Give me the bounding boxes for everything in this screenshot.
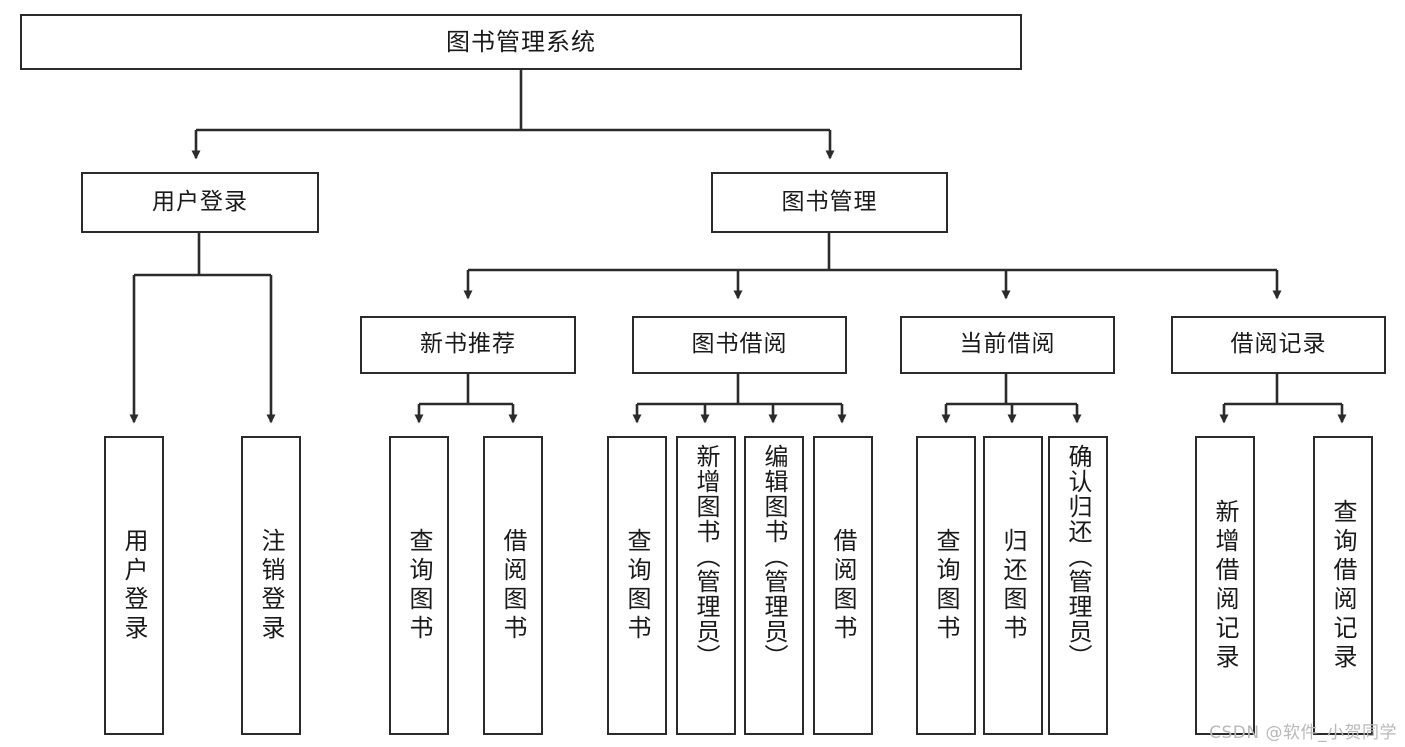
- node-new-book-recommend[interactable]: 新书推荐: [360, 316, 576, 374]
- node-leaf-add-book-label: 新增图书（管理员）: [692, 444, 720, 669]
- node-leaf-add-book[interactable]: 新增图书（管理员）: [676, 436, 736, 735]
- node-leaf-borrow-book-1[interactable]: 借阅图书: [483, 436, 543, 735]
- node-current-borrow-label: 当前借阅: [959, 331, 1056, 358]
- node-leaf-confirm-return-label: 确认归还（管理员）: [1064, 444, 1092, 669]
- node-root-system-label: 图书管理系统: [446, 27, 596, 56]
- node-book-borrow[interactable]: 图书借阅: [632, 316, 847, 374]
- node-leaf-query-book-1-label: 查询图书: [405, 527, 433, 644]
- node-leaf-query-book-2[interactable]: 查询图书: [607, 436, 667, 735]
- node-leaf-borrow-book-2[interactable]: 借阅图书: [813, 436, 873, 735]
- node-current-borrow[interactable]: 当前借阅: [900, 316, 1115, 374]
- node-leaf-query-book-1[interactable]: 查询图书: [389, 436, 449, 735]
- node-leaf-borrow-book-1-label: 借阅图书: [499, 527, 527, 644]
- node-leaf-return-book[interactable]: 归还图书: [983, 436, 1043, 735]
- node-leaf-confirm-return[interactable]: 确认归还（管理员）: [1048, 436, 1108, 735]
- node-book-manage-label: 图书管理: [781, 188, 878, 215]
- node-book-manage[interactable]: 图书管理: [711, 172, 948, 233]
- node-borrow-record[interactable]: 借阅记录: [1171, 316, 1386, 374]
- node-leaf-query-book-3-label: 查询图书: [932, 527, 960, 644]
- node-leaf-user-logout[interactable]: 注销登录: [241, 436, 301, 735]
- node-leaf-query-book-3[interactable]: 查询图书: [916, 436, 976, 735]
- node-user-login-label: 用户登录: [152, 188, 248, 215]
- node-leaf-add-record[interactable]: 新增借阅记录: [1195, 436, 1255, 735]
- node-leaf-return-book-label: 归还图书: [999, 527, 1027, 644]
- node-leaf-query-record-label: 查询借阅记录: [1329, 498, 1357, 673]
- node-leaf-query-book-2-label: 查询图书: [623, 527, 651, 644]
- node-borrow-record-label: 借阅记录: [1230, 331, 1327, 358]
- node-leaf-user-logout-label: 注销登录: [257, 527, 285, 644]
- node-new-book-recommend-label: 新书推荐: [420, 331, 516, 358]
- node-leaf-edit-book[interactable]: 编辑图书（管理员）: [744, 436, 804, 735]
- node-leaf-add-record-label: 新增借阅记录: [1211, 498, 1239, 673]
- node-leaf-user-login-label: 用户登录: [120, 527, 148, 644]
- node-root-system[interactable]: 图书管理系统: [20, 14, 1022, 70]
- node-book-borrow-label: 图书借阅: [691, 331, 788, 358]
- node-leaf-borrow-book-2-label: 借阅图书: [829, 527, 857, 644]
- node-leaf-edit-book-label: 编辑图书（管理员）: [760, 444, 788, 669]
- node-leaf-query-record[interactable]: 查询借阅记录: [1313, 436, 1373, 735]
- node-leaf-user-login[interactable]: 用户登录: [104, 436, 164, 735]
- node-user-login[interactable]: 用户登录: [81, 172, 319, 233]
